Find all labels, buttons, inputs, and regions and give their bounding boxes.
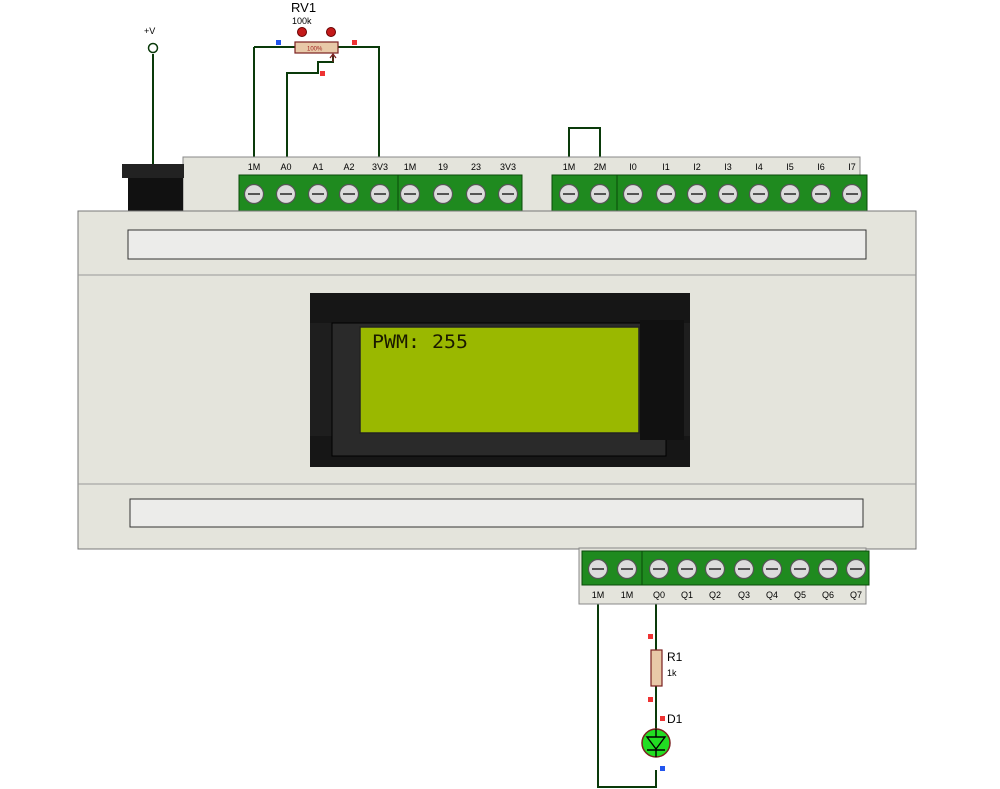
resistor-ref: R1 <box>667 650 683 664</box>
terminal-label: A2 <box>343 162 354 172</box>
terminal-label: 2M <box>594 162 607 172</box>
terminal-label: 1M <box>248 162 261 172</box>
pin-marker-blue <box>660 766 665 771</box>
terminal-label: Q3 <box>738 590 750 600</box>
terminal-label: Q7 <box>850 590 862 600</box>
terminal-screw-3v3[interactable] <box>497 183 519 205</box>
terminal-screw-1m[interactable] <box>587 558 609 580</box>
diode-icon <box>645 729 667 757</box>
lcd-text: PWM: 255 <box>372 331 468 353</box>
terminal-screw-q3[interactable] <box>733 558 755 580</box>
pin-marker-red <box>660 716 665 721</box>
terminal-label: Q1 <box>681 590 693 600</box>
terminal-screw-1m[interactable] <box>616 558 638 580</box>
pot-increase-button[interactable] <box>326 27 336 37</box>
potentiometer-value: 100k <box>292 16 312 26</box>
terminal-screw-i6[interactable] <box>810 183 832 205</box>
terminal-screw-2m[interactable] <box>589 183 611 205</box>
terminal-screw-i3[interactable] <box>717 183 739 205</box>
terminal-label: Q6 <box>822 590 834 600</box>
lcd-screen <box>359 326 640 434</box>
pin-marker-blue <box>276 40 281 45</box>
label-slot-top <box>127 229 867 260</box>
terminal-label: A1 <box>312 162 323 172</box>
terminal-label: I7 <box>848 162 856 172</box>
pin-marker-red <box>648 697 653 702</box>
terminal-label: Q4 <box>766 590 778 600</box>
supply-terminal[interactable]: +V <box>144 26 159 54</box>
terminal-screw-q6[interactable] <box>817 558 839 580</box>
lcd-display: PWM: 255 <box>310 293 690 467</box>
wire-1m-2m-link <box>568 127 601 170</box>
terminal-label: 1M <box>621 590 634 600</box>
potentiometer-rv1[interactable]: RV1 100k 100% <box>276 0 357 76</box>
terminal-screw-1m[interactable] <box>558 183 580 205</box>
terminal-screw-19[interactable] <box>432 183 454 205</box>
terminal-label: Q2 <box>709 590 721 600</box>
terminal-screw-q4[interactable] <box>761 558 783 580</box>
terminal-screw-1m[interactable] <box>399 183 421 205</box>
terminal-label: 1M <box>563 162 576 172</box>
resistor-body <box>650 649 663 687</box>
wire-gnd-return <box>597 604 657 788</box>
led-d1[interactable]: D1 <box>641 712 683 771</box>
pin-marker-red <box>352 40 357 45</box>
terminal-screw-q5[interactable] <box>789 558 811 580</box>
dc-jack <box>122 164 184 212</box>
terminal-screw-3v3[interactable] <box>369 183 391 205</box>
resistor-r1[interactable]: R1 1k <box>648 634 683 702</box>
bottom-terminals: 1M 1M Q0 Q1 Q2 Q3 Q4 Q5 Q6 Q7 <box>587 558 867 600</box>
terminal-screw-1m[interactable] <box>243 183 265 205</box>
pot-decrease-button[interactable] <box>297 27 307 37</box>
terminal-screw-i4[interactable] <box>748 183 770 205</box>
terminal-screw-q0[interactable] <box>648 558 670 580</box>
terminal-label: I2 <box>693 162 701 172</box>
potentiometer-ref: RV1 <box>291 0 316 15</box>
supply-label: +V <box>144 26 155 36</box>
terminal-screw-i0[interactable] <box>622 183 644 205</box>
wire-pot-right <box>338 46 380 170</box>
pot-wiper-arrow <box>329 53 337 62</box>
terminal-label: I6 <box>817 162 825 172</box>
terminal-screw-a2[interactable] <box>338 183 360 205</box>
terminal-label: I5 <box>786 162 794 172</box>
terminal-label: I1 <box>662 162 670 172</box>
led-ref: D1 <box>667 712 683 726</box>
terminal-screw-a1[interactable] <box>307 183 329 205</box>
terminal-label: A0 <box>280 162 291 172</box>
terminal-screw-q1[interactable] <box>676 558 698 580</box>
terminal-label: 1M <box>404 162 417 172</box>
terminal-label: I0 <box>629 162 637 172</box>
terminal-label: I4 <box>755 162 763 172</box>
terminal-label: 1M <box>592 590 605 600</box>
pot-body <box>294 41 339 54</box>
supply-terminal-symbol <box>147 42 159 54</box>
pin-marker-red <box>320 71 325 76</box>
terminal-label: 23 <box>471 162 481 172</box>
label-slot-bottom <box>129 498 864 528</box>
wire-pot-wiper <box>286 56 334 170</box>
terminal-label: Q0 <box>653 590 665 600</box>
terminal-screw-i1[interactable] <box>655 183 677 205</box>
terminal-label: Q5 <box>794 590 806 600</box>
pin-marker-red <box>648 634 653 639</box>
terminal-screw-23[interactable] <box>465 183 487 205</box>
terminal-label: 3V3 <box>372 162 388 172</box>
terminal-label: 19 <box>438 162 448 172</box>
terminal-screw-q7[interactable] <box>845 558 867 580</box>
wire-pot-left <box>253 46 295 170</box>
terminal-label: 3V3 <box>500 162 516 172</box>
resistor-value: 1k <box>667 668 677 678</box>
terminal-screw-a0[interactable] <box>275 183 297 205</box>
pot-percent-label: 100% <box>307 47 323 53</box>
terminal-screw-q2[interactable] <box>704 558 726 580</box>
terminal-screw-i5[interactable] <box>779 183 801 205</box>
terminal-label: I3 <box>724 162 732 172</box>
terminal-screw-i2[interactable] <box>686 183 708 205</box>
terminal-screw-i7[interactable] <box>841 183 863 205</box>
top-terminals: 1M A0 A1 A2 3V3 1M 19 23 3V3 1M 2M I0 I1 I2 I3 I4 I5 I6 I7 <box>243 162 863 205</box>
